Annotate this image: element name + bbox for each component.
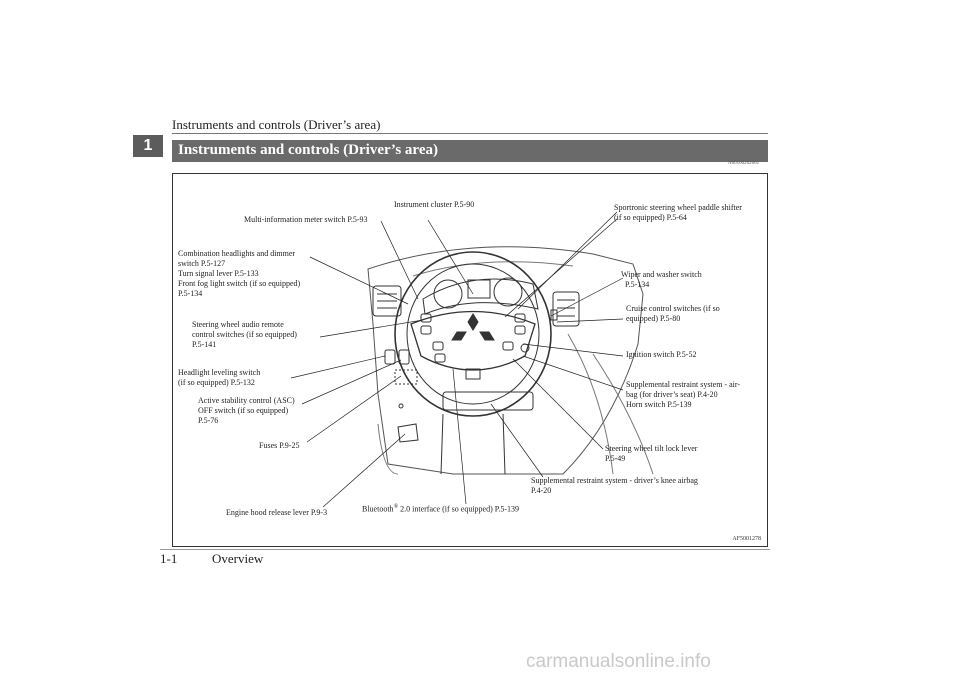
footer-section: Overview — [212, 551, 264, 566]
label-combination-headlights: Combination headlights and dimmer switch… — [178, 249, 301, 298]
footer-rule — [160, 549, 770, 550]
bluetooth-text: Bluetooth — [362, 504, 394, 514]
label-wiper-washer: Wiper and washer switch P.5-134 — [621, 270, 702, 289]
label-knee-airbag: Supplemental restraint system - driver’s… — [531, 476, 698, 495]
section-title: Instruments and controls (Driver’s area) — [178, 142, 438, 158]
page-header-title: Instruments and controls (Driver’s area) — [172, 117, 381, 132]
label-instrument-cluster: Instrument cluster P.5-90 — [394, 200, 475, 209]
label-srs-airbag: Supplemental restraint system - air- bag… — [626, 380, 741, 409]
label-cruise-control: Cruise control switches (if so equipped)… — [626, 304, 720, 323]
figure-code: AF5001278 — [732, 536, 761, 542]
label-asc-switch: Active stability control (ASC) OFF switc… — [198, 396, 295, 425]
label-paddle-shifter: Sportronic steering wheel paddle shifter… — [614, 203, 742, 222]
watermark: carmanualsonline.info — [526, 651, 711, 672]
chapter-tab: 1 — [133, 135, 163, 157]
label-tilt-lever: Steering wheel tilt lock lever P.5-49 — [605, 444, 698, 463]
header-rule — [172, 133, 768, 134]
label-multi-info-switch: Multi-information meter switch P.5-93 — [244, 215, 368, 224]
figure-box: Instrument cluster P.5-90 Multi-informat… — [172, 173, 768, 547]
label-fuses: Fuses P.9-25 — [259, 441, 300, 450]
footer-page-number: 1-1 — [160, 551, 178, 566]
label-bluetooth: Bluetooth® 2.0 interface (if so equipped… — [362, 502, 519, 515]
label-audio-remote: Steering wheel audio remote control swit… — [192, 320, 297, 349]
label-hood-release: Engine hood release lever P.9-3 — [226, 508, 328, 517]
dashboard-illustration — [290, 211, 654, 508]
section-ref-code: N00100202661 — [728, 161, 760, 166]
section-title-bar: Instruments and controls (Driver’s area) — [172, 140, 768, 162]
label-ignition: Ignition switch P.5-52 — [626, 350, 697, 359]
bluetooth-ref: 2.0 interface (if so equipped) P.5-139 — [398, 504, 519, 514]
registered-mark: ® — [393, 504, 399, 510]
label-headlight-leveling: Headlight leveling switch (if so equippe… — [178, 368, 261, 387]
